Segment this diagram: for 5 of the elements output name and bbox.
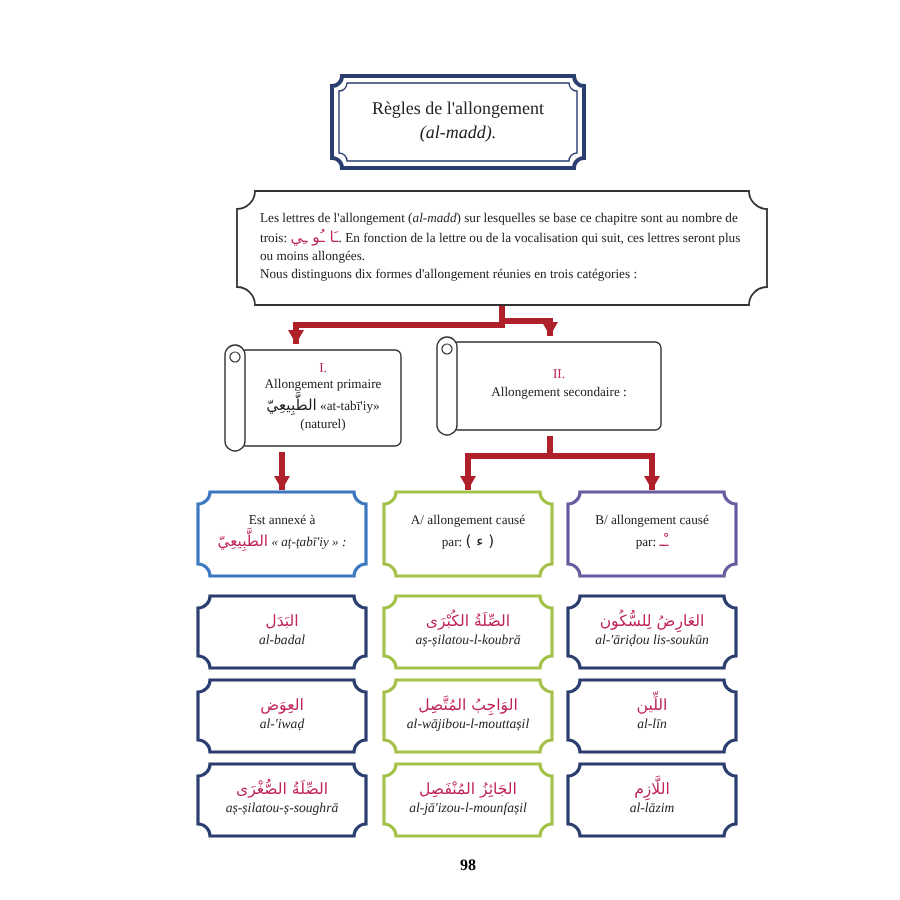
arrow xyxy=(499,306,558,336)
title-box: Règles de l'allongement (al-madd). xyxy=(330,74,586,170)
page-number: 98 xyxy=(458,856,478,874)
arrow xyxy=(274,452,290,490)
arrow xyxy=(547,436,660,490)
